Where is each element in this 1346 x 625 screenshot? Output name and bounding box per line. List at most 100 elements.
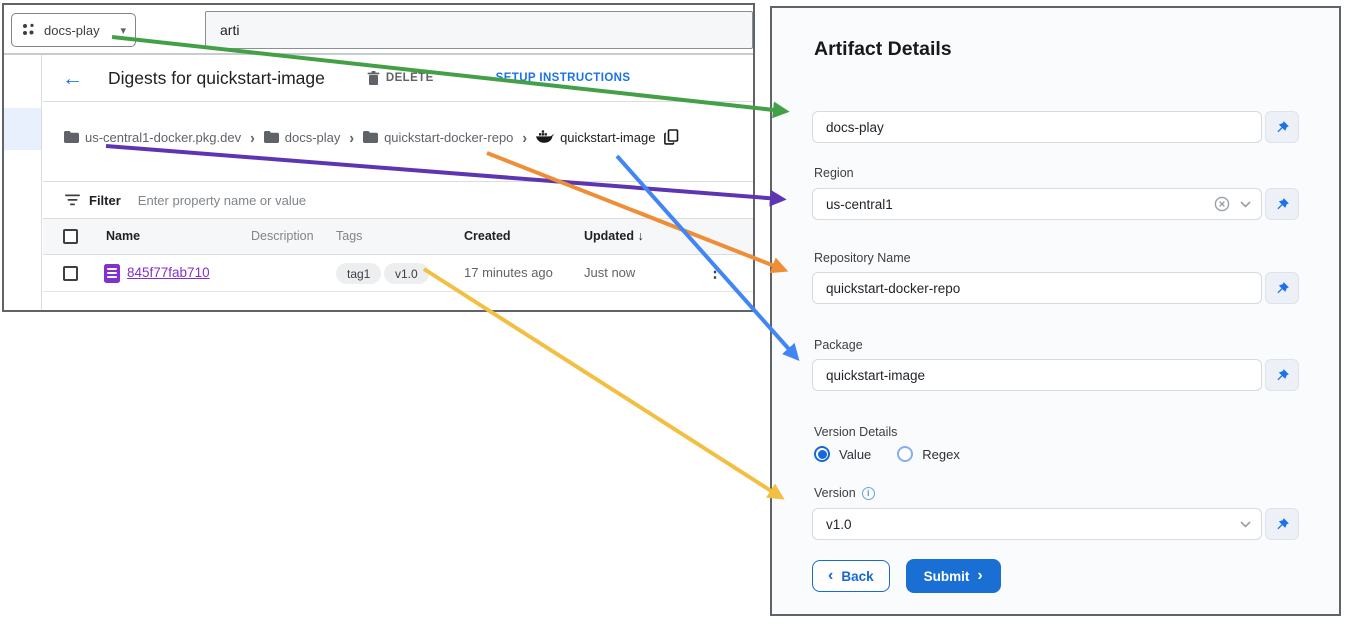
clear-icon[interactable]: [1214, 196, 1230, 212]
table-row: 845f77fab710 tag1 v1.0 17 minutes ago Ju…: [43, 255, 753, 292]
filter-input[interactable]: [137, 192, 458, 208]
breadcrumb-label: us-central1-docker.pkg.dev: [85, 129, 242, 145]
pin-button[interactable]: [1265, 359, 1299, 391]
trash-icon: [367, 70, 380, 85]
setup-instructions-button[interactable]: SETUP INSTRUCTIONS: [496, 72, 631, 84]
breadcrumb-separator: ›: [349, 127, 355, 147]
pin-button[interactable]: [1265, 508, 1299, 540]
region-field-group: [812, 188, 1299, 220]
title-row: ← Digests for quickstart-image DELETE SE…: [43, 55, 753, 102]
project-input[interactable]: [826, 119, 1251, 135]
digest-link[interactable]: 845f77fab710: [127, 265, 210, 280]
version-label: Version i: [814, 486, 875, 500]
select-all-checkbox[interactable]: [63, 229, 78, 244]
submit-button-label: Submit: [923, 568, 970, 584]
form-buttons: ‹ Back Submit ›: [812, 559, 1001, 593]
repository-label: Repository Name: [814, 251, 911, 265]
pin-icon: [1276, 197, 1289, 209]
delete-button-label: DELETE: [385, 72, 434, 84]
console-content: ← Digests for quickstart-image DELETE SE…: [43, 55, 753, 310]
chevron-down-icon: ▾: [120, 24, 126, 37]
console-panel: docs-play ▾ ← Digests for quickstart-ima…: [2, 3, 755, 312]
folder-icon: [64, 131, 79, 143]
pin-button[interactable]: [1265, 188, 1299, 220]
back-button[interactable]: ‹ Back: [812, 560, 890, 592]
search-input[interactable]: [220, 22, 752, 38]
column-header-created[interactable]: Created: [464, 229, 511, 243]
package-input[interactable]: [826, 367, 1251, 383]
pin-button[interactable]: [1265, 111, 1299, 143]
table-header: Name Description Tags Created Updated ↓: [43, 219, 753, 255]
repository-field-group: [812, 272, 1299, 304]
breadcrumb-item-project[interactable]: docs-play: [263, 129, 341, 145]
breadcrumb-separator: ›: [250, 127, 255, 147]
digest-icon: [104, 264, 120, 283]
submit-button[interactable]: Submit ›: [905, 559, 1001, 593]
created-cell: 17 minutes ago: [464, 265, 553, 280]
pin-icon: [1276, 281, 1289, 293]
version-details-radio-group: Value Regex: [814, 446, 960, 462]
version-label-text: Version: [814, 486, 856, 500]
breadcrumb-label: quickstart-docker-repo: [384, 129, 514, 145]
breadcrumb-separator: ›: [522, 127, 528, 147]
breadcrumb-section: us-central1-docker.pkg.dev › docs-play ›: [43, 102, 753, 182]
package-field-group: [812, 359, 1299, 391]
filter-bar: Filter: [43, 182, 753, 219]
pin-button[interactable]: [1265, 272, 1299, 304]
copy-icon[interactable]: [664, 129, 679, 145]
radio-option-regex[interactable]: Regex: [897, 446, 960, 462]
chevron-right-icon: ›: [977, 567, 983, 584]
docker-icon: [536, 130, 555, 143]
breadcrumb-label: docs-play: [284, 129, 341, 145]
tag-chip[interactable]: tag1: [336, 263, 382, 284]
radio-label: Regex: [922, 446, 960, 462]
back-arrow-icon[interactable]: ←: [62, 66, 83, 90]
region-input[interactable]: [826, 196, 1206, 212]
breadcrumb-item-image: quickstart-image: [536, 130, 655, 145]
radio-option-value[interactable]: Value: [814, 446, 871, 462]
pin-icon: [1276, 517, 1289, 529]
back-button-label: Back: [841, 568, 874, 584]
column-header-description[interactable]: Description: [251, 229, 314, 243]
column-header-updated[interactable]: Updated ↓: [584, 229, 644, 243]
delete-button[interactable]: DELETE: [367, 70, 434, 86]
chevron-down-icon[interactable]: [1240, 200, 1251, 208]
region-label: Region: [814, 166, 854, 180]
version-details-label: Version Details: [814, 425, 898, 439]
sort-descending-icon: ↓: [637, 229, 644, 243]
setup-instructions-label: SETUP INSTRUCTIONS: [495, 72, 631, 84]
nav-selected-highlight[interactable]: [4, 108, 41, 150]
repository-input[interactable]: [826, 280, 1251, 296]
project-selector[interactable]: docs-play ▾: [11, 13, 136, 47]
row-checkbox[interactable]: [63, 266, 78, 281]
project-dots-icon: [23, 23, 34, 35]
package-label: Package: [814, 338, 863, 352]
form-title: Artifact Details: [814, 38, 952, 60]
package-input-box: [812, 359, 1262, 391]
breadcrumb: us-central1-docker.pkg.dev › docs-play ›: [43, 102, 753, 147]
project-selector-label: docs-play: [44, 22, 100, 38]
chevron-down-icon[interactable]: [1240, 520, 1251, 528]
nav-strip: [4, 55, 42, 310]
filter-icon: [65, 194, 80, 206]
info-icon[interactable]: i: [861, 486, 875, 500]
version-input[interactable]: [826, 516, 1232, 532]
tag-chip[interactable]: v1.0: [384, 263, 429, 284]
row-overflow-menu[interactable]: ⋮: [707, 264, 723, 281]
breadcrumb-label: quickstart-image: [560, 129, 656, 145]
breadcrumb-item-repository[interactable]: quickstart-docker-repo: [363, 130, 513, 145]
page-title: Digests for quickstart-image: [108, 67, 325, 88]
column-header-name[interactable]: Name: [106, 229, 141, 243]
version-input-box: [812, 508, 1262, 540]
radio-selected-icon: [814, 446, 830, 462]
column-header-tags[interactable]: Tags: [336, 229, 363, 243]
console-search: [205, 11, 753, 49]
artifact-details-panel: Artifact Details Region: [770, 6, 1341, 616]
version-field-group: [812, 508, 1299, 540]
project-input-box: [812, 111, 1262, 143]
column-header-updated-label: Updated: [584, 229, 634, 243]
project-field-group: [812, 111, 1299, 143]
folder-icon: [263, 131, 279, 143]
breadcrumb-item-registry[interactable]: us-central1-docker.pkg.dev: [64, 130, 241, 145]
